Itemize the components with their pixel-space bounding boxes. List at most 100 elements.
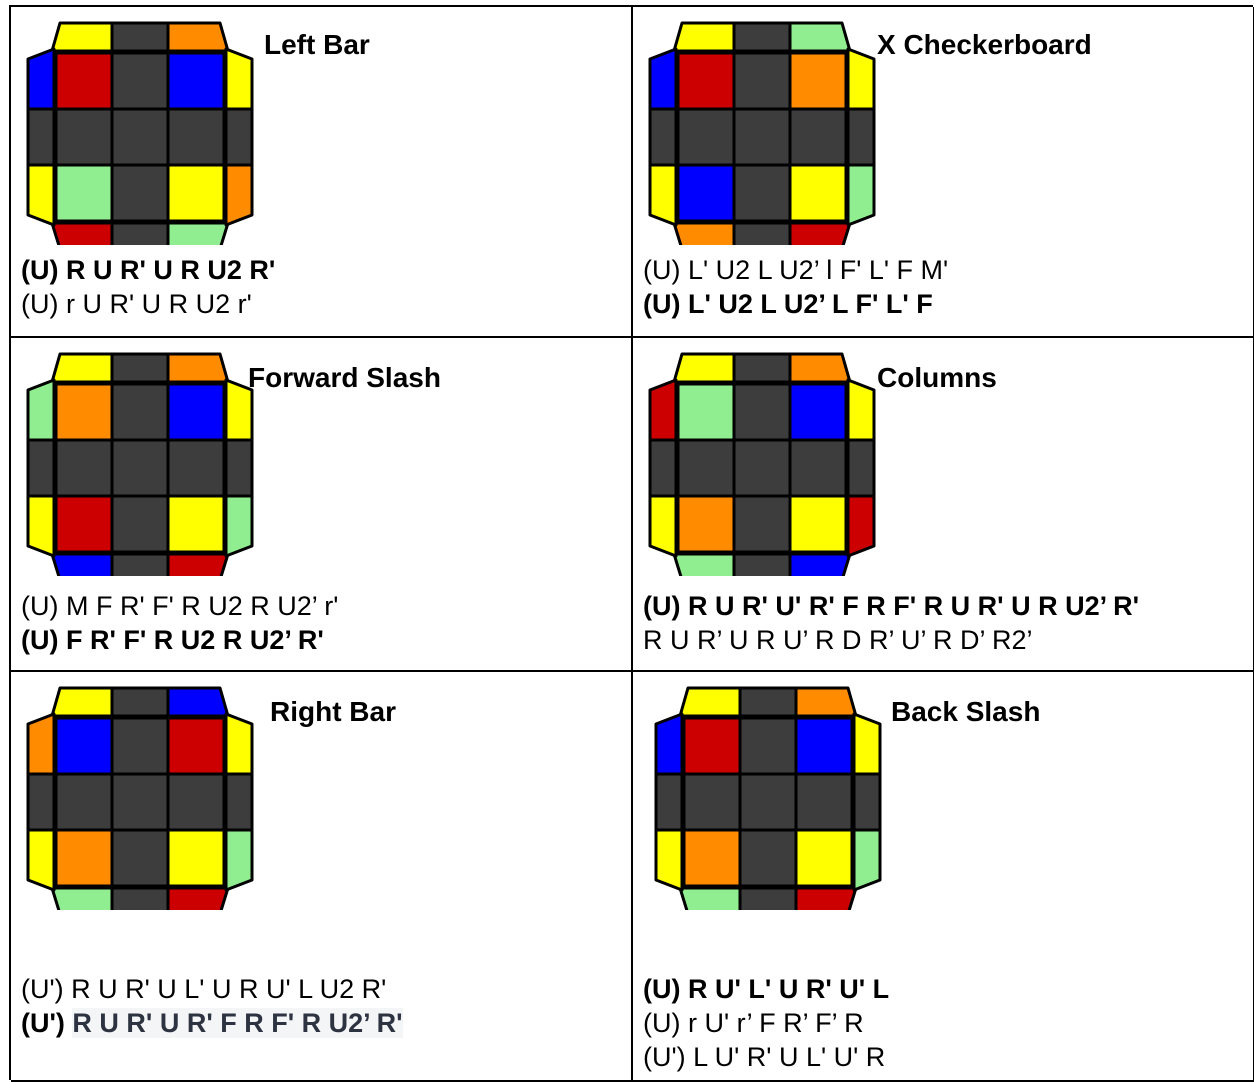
case-cell-x-checkerboard: X Checkerboard (U) L' U2 L U2’ l F' L' F…	[633, 7, 1254, 338]
face-sticker	[168, 53, 224, 109]
algorithm-line: (U) M F R' F' R U2 R U2’ r'	[21, 589, 338, 623]
setup-move: (U')	[21, 1008, 72, 1038]
face-sticker	[168, 718, 224, 774]
face-sticker	[56, 774, 112, 830]
face-sticker	[112, 165, 168, 221]
case-cell-left-bar: Left Bar (U) R U R' U R U2 R' (U) r U R'…	[11, 7, 633, 338]
case-cell-forward-slash: Forward Slash (U) M F R' F' R U2 R U2’ r…	[11, 338, 633, 672]
algorithm-line: (U') L U' R' U L' U' R	[643, 1040, 889, 1074]
cube-diagram-right-bar	[21, 680, 271, 910]
face-sticker	[112, 718, 168, 774]
case-title: X Checkerboard	[877, 29, 1092, 61]
face-sticker	[684, 774, 740, 830]
highlighted-algorithm: R U R' U R' F R F' R U2’ R'	[72, 1008, 402, 1038]
face-sticker	[168, 384, 224, 440]
face-sticker	[56, 109, 112, 165]
face-sticker	[734, 165, 790, 221]
top-side-sticker	[168, 354, 228, 382]
cube-diagram-forward-slash	[21, 346, 271, 576]
face-sticker	[112, 496, 168, 552]
left-side-sticker	[28, 496, 54, 556]
case-title: Back Slash	[891, 696, 1040, 728]
face-sticker	[796, 718, 852, 774]
face-sticker	[678, 384, 734, 440]
bottom-side-sticker	[734, 223, 790, 245]
face-sticker	[790, 109, 846, 165]
face-sticker	[790, 165, 846, 221]
case-title: Right Bar	[270, 696, 396, 728]
left-side-sticker	[650, 380, 676, 440]
face-sticker	[734, 440, 790, 496]
algorithm-list: (U) M F R' F' R U2 R U2’ r' (U) F R' F' …	[21, 589, 338, 657]
top-side-sticker	[112, 688, 168, 716]
left-side-sticker	[656, 774, 682, 830]
bottom-side-sticker	[52, 554, 112, 576]
right-side-sticker	[848, 165, 874, 225]
face-sticker	[112, 53, 168, 109]
algorithm-list: (U') R U R' U L' U R U' L U2 R' (U') R U…	[21, 972, 403, 1040]
case-title: Forward Slash	[248, 362, 441, 394]
left-side-sticker	[28, 49, 54, 109]
top-side-sticker	[112, 354, 168, 382]
face-sticker	[112, 109, 168, 165]
face-sticker	[678, 109, 734, 165]
algorithm-line: (U) L' U2 L U2’ l F' L' F M'	[643, 253, 948, 287]
algorithm-line: (U) L' U2 L U2’ L F' L' F	[643, 287, 948, 321]
right-side-sticker	[848, 109, 874, 165]
bottom-side-sticker	[796, 888, 856, 910]
right-side-sticker	[226, 109, 252, 165]
cube-diagram-x-checkerboard	[643, 15, 893, 245]
right-side-sticker	[226, 440, 252, 496]
top-side-sticker	[740, 688, 796, 716]
top-side-sticker	[790, 23, 850, 51]
left-side-sticker	[650, 109, 676, 165]
face-sticker	[168, 440, 224, 496]
right-side-sticker	[854, 714, 880, 774]
face-sticker	[168, 165, 224, 221]
case-cell-columns: Columns (U) R U R' U' R' F R F' R U R' U…	[633, 338, 1254, 672]
face-sticker	[796, 774, 852, 830]
top-side-sticker	[796, 688, 856, 716]
face-sticker	[168, 109, 224, 165]
left-side-sticker	[28, 774, 54, 830]
face-sticker	[56, 830, 112, 886]
face-sticker	[112, 384, 168, 440]
top-side-sticker	[52, 23, 112, 51]
algorithm-line-highlighted: (U') R U R' U R' F R F' R U2’ R'	[21, 1006, 403, 1040]
right-side-sticker	[226, 714, 252, 774]
bottom-side-sticker	[168, 223, 228, 245]
cube-diagram-back-slash	[649, 680, 899, 910]
left-side-sticker	[28, 165, 54, 225]
face-sticker	[678, 165, 734, 221]
top-side-sticker	[168, 688, 228, 716]
bottom-side-sticker	[740, 888, 796, 910]
face-sticker	[740, 774, 796, 830]
face-sticker	[684, 830, 740, 886]
top-side-sticker	[734, 354, 790, 382]
algorithm-line: R U R’ U R U’ R D R’ U’ R D’ R2’	[643, 623, 1139, 657]
left-side-sticker	[656, 830, 682, 890]
face-sticker	[168, 830, 224, 886]
left-side-sticker	[650, 49, 676, 109]
face-sticker	[740, 718, 796, 774]
left-side-sticker	[28, 440, 54, 496]
oll-case-table: Left Bar (U) R U R' U R U2 R' (U) r U R'…	[9, 5, 1253, 1080]
bottom-side-sticker	[790, 223, 850, 245]
right-side-sticker	[854, 774, 880, 830]
left-side-sticker	[656, 714, 682, 774]
algorithm-line: (U) r U' r’ F R’ F’ R	[643, 1006, 889, 1040]
bottom-side-sticker	[168, 554, 228, 576]
bottom-side-sticker	[112, 554, 168, 576]
face-sticker	[168, 496, 224, 552]
face-sticker	[56, 384, 112, 440]
bottom-side-sticker	[52, 223, 112, 245]
left-side-sticker	[28, 714, 54, 774]
face-sticker	[56, 440, 112, 496]
top-side-sticker	[674, 23, 734, 51]
cube-diagram-columns	[643, 346, 893, 576]
cube-diagram-left-bar	[21, 15, 271, 245]
face-sticker	[790, 384, 846, 440]
face-sticker	[734, 109, 790, 165]
right-side-sticker	[226, 49, 252, 109]
top-side-sticker	[734, 23, 790, 51]
